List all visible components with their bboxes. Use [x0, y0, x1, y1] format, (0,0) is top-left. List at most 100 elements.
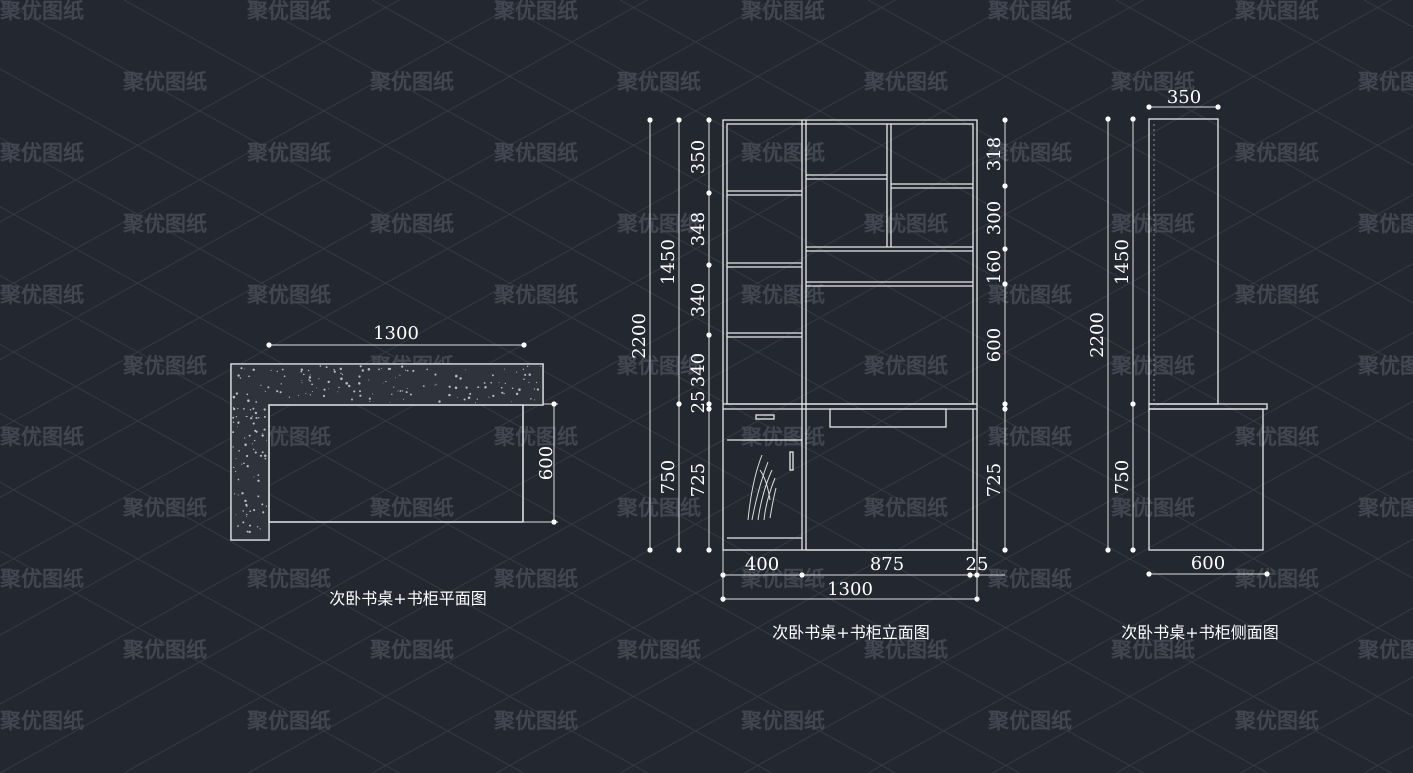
watermark-text: 聚优图纸 — [1357, 638, 1413, 662]
watermark-text: 聚优图纸 — [1110, 638, 1195, 662]
watermark-text: 聚优图纸 — [740, 141, 825, 165]
elev-total-width-label: 1300 — [827, 579, 873, 600]
dim-tick — [266, 342, 272, 348]
hatch-dot — [322, 394, 326, 398]
hatch-dot — [389, 402, 391, 404]
watermark-text: 聚优图纸 — [369, 638, 454, 662]
hatch-dot — [246, 530, 249, 533]
elev-left-dim-label: 348 — [688, 212, 709, 246]
hatch-dot — [484, 385, 487, 389]
hatch-dot — [469, 392, 472, 395]
hatch-dot — [245, 513, 248, 516]
hatch-dot — [339, 367, 343, 371]
side-cabinet-height-label: 1450 — [1112, 239, 1133, 285]
dim-tick — [1002, 406, 1008, 412]
hatch-dot — [248, 530, 251, 534]
hatch-dot — [246, 465, 249, 468]
hatch-dot — [232, 395, 236, 399]
hatch-dot — [248, 524, 252, 527]
side-bottom-depth-label: 600 — [1191, 553, 1225, 574]
dim-tick — [706, 190, 712, 196]
hatch-dot — [232, 421, 235, 423]
watermark-text: 聚优图纸 — [740, 0, 825, 23]
hatch-dot — [237, 525, 239, 527]
elev-keyboard-tray — [829, 408, 947, 428]
watermark-text: 聚优图纸 — [246, 0, 331, 23]
hatch-dot — [309, 374, 311, 376]
watermark-line — [0, 481, 524, 773]
watermark-text: 聚优图纸 — [863, 496, 948, 520]
watermark-text: 聚优图纸 — [1110, 496, 1195, 520]
dim-tick — [1146, 571, 1152, 577]
hatch-dot — [232, 416, 235, 419]
dim-tick — [1002, 246, 1008, 252]
hatch-dot — [254, 411, 258, 415]
hatch-dot — [463, 398, 466, 401]
hatch-dot — [401, 365, 404, 368]
watermark-text: 聚优图纸 — [616, 70, 701, 94]
watermark-text: 聚优图纸 — [493, 0, 578, 23]
dim-tick — [799, 572, 805, 578]
watermark-text: 聚优图纸 — [246, 567, 331, 591]
hatch-dot — [477, 386, 480, 389]
hatch-dot — [254, 429, 257, 432]
hatch-dot — [368, 397, 371, 400]
watermark-line — [743, 400, 1413, 773]
hatch-dot — [263, 454, 267, 458]
hatch-dot — [264, 390, 266, 392]
dim-tick — [551, 401, 557, 407]
watermark-text: 聚优图纸 — [493, 567, 578, 591]
hatch-dot — [528, 381, 530, 383]
hatch-dot — [240, 367, 243, 370]
watermark-text: 聚优图纸 — [616, 496, 701, 520]
hatch-dot — [250, 417, 253, 420]
watermark-text: 聚优图纸 — [740, 709, 825, 733]
watermark-text: 聚优图纸 — [0, 283, 84, 307]
dim-tick — [974, 572, 980, 578]
hatch-dot — [239, 377, 242, 379]
watermark-text: 聚优图纸 — [246, 709, 331, 733]
hatch-dot — [238, 450, 240, 452]
dim-tick — [1002, 401, 1008, 407]
hatch-dot — [393, 386, 395, 388]
watermark-text: 聚优图纸 — [122, 496, 207, 520]
hatch-dot — [476, 398, 478, 400]
hatch-dot — [253, 476, 255, 478]
dim-tick — [706, 406, 712, 412]
hatch-dot — [263, 415, 266, 418]
hatch-dot — [303, 373, 305, 376]
hatch-dot — [490, 381, 493, 384]
hatch-dot — [501, 391, 504, 394]
hatch-dot — [312, 391, 314, 393]
dim-tick — [706, 262, 712, 268]
watermark-line — [867, 0, 1413, 304]
hatch-dot — [422, 385, 425, 387]
hatch-dot — [350, 398, 354, 401]
side-title: 次卧书桌+书柜侧面图 — [1121, 623, 1278, 642]
hatch-dot — [406, 388, 408, 390]
side-desk-height-label: 750 — [1112, 460, 1133, 494]
watermark-text: 聚优图纸 — [1110, 70, 1195, 94]
dim-tick — [720, 596, 726, 602]
dim-tick — [1130, 116, 1136, 122]
watermark-text: 聚优图纸 — [122, 638, 207, 662]
plan-stone-hatch — [232, 365, 542, 534]
hatch-dot — [263, 408, 266, 411]
watermark-text: 聚优图纸 — [0, 709, 84, 733]
watermark-text: 聚优图纸 — [863, 638, 948, 662]
hatch-dot — [448, 385, 451, 388]
watermark-text: 聚优图纸 — [1234, 283, 1319, 307]
hatch-dot — [237, 374, 240, 377]
watermark-text: 聚优图纸 — [740, 283, 825, 307]
hatch-dot — [397, 390, 399, 392]
watermark-line — [0, 550, 400, 773]
hatch-dot — [243, 462, 245, 465]
hatch-dot — [515, 392, 519, 396]
hatch-dot — [245, 454, 249, 458]
hatch-dot — [308, 376, 312, 379]
side-view: 350 2200 1450 750 600 次卧书桌+书柜侧面图 — [1087, 87, 1279, 642]
hatch-dot — [456, 397, 458, 398]
hatch-dot — [378, 368, 380, 371]
hatch-dot — [255, 401, 258, 403]
watermark-line — [619, 331, 1413, 773]
